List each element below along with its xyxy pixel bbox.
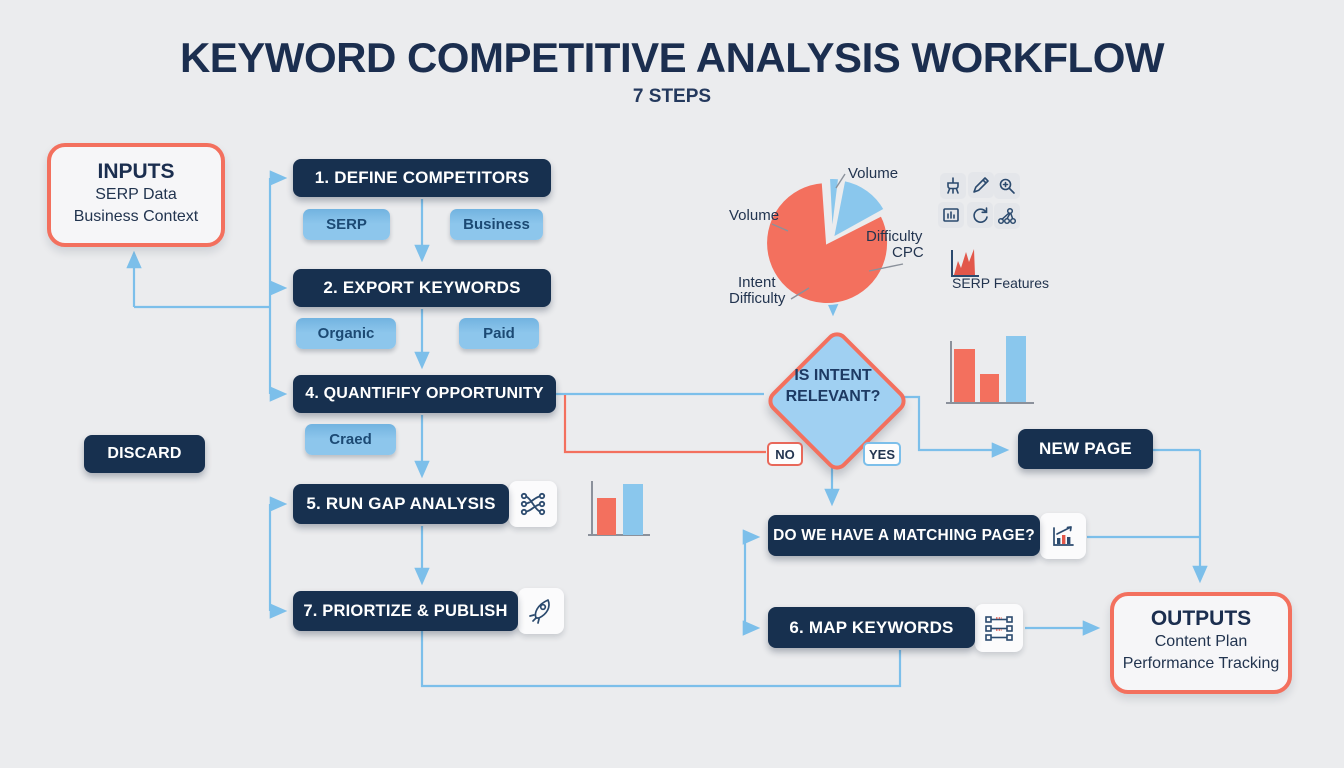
tag-organic: Organic <box>296 318 396 349</box>
outputs-title: OUTPUTS <box>1150 607 1252 630</box>
yes-badge: YES <box>863 442 901 466</box>
new-page-label: NEW PAGE <box>1039 439 1132 458</box>
tag-craed-label: Craed <box>329 431 372 448</box>
network-compare-icon <box>509 481 557 527</box>
tag-business-label: Business <box>463 216 530 233</box>
step-6-map-keywords: 6. MAP KEYWORDS <box>768 607 975 648</box>
step-7-label: 7. PRIORTIZE & PUBLISH <box>303 601 508 620</box>
step-5-label: 5. RUN GAP ANALYSIS <box>306 494 496 513</box>
yes-badge-label: YES <box>868 446 895 462</box>
opportunity-bar-chart <box>946 336 1034 404</box>
pie-label-difficulty: Difficulty <box>866 228 923 245</box>
no-badge: NO <box>767 442 803 466</box>
step-5-run-gap-analysis: 5. RUN GAP ANALYSIS <box>293 484 509 524</box>
rocket-icon <box>518 588 564 634</box>
inputs-box: INPUTS SERP Data Business Context <box>47 143 225 247</box>
matching-page-label: DO WE HAVE A MATCHING PAGE? <box>773 526 1035 544</box>
tag-paid-label: Paid <box>483 325 515 342</box>
search-icon <box>994 173 1020 199</box>
keyword-mapping-icon <box>975 604 1023 652</box>
pie-label-intent: Intent <box>738 274 776 291</box>
decision-question: IS INTENT RELEVANT? <box>763 366 903 408</box>
step-1-define-competitors: 1. DEFINE COMPETITORS <box>293 159 551 197</box>
no-badge-label: NO <box>775 446 795 462</box>
inputs-line-1: SERP Data <box>95 186 177 203</box>
outputs-box: OUTPUTS Content Plan Performance Trackin… <box>1110 592 1292 694</box>
step-1-label: 1. DEFINE COMPETITORS <box>314 168 530 187</box>
step-2-label: 2. EXPORT KEYWORDS <box>323 278 521 297</box>
outputs-line-2: Performance Tracking <box>1122 654 1280 672</box>
step-6-label: 6. MAP KEYWORDS <box>789 617 954 637</box>
serp-features-mini-chart <box>951 249 979 277</box>
pie-label-volume-top: Volume <box>848 165 899 182</box>
inputs-line-2: Business Context <box>73 207 199 225</box>
pencil-icon <box>968 172 994 198</box>
discard-label: DISCARD <box>107 445 182 462</box>
tag-organic-label: Organic <box>317 325 375 342</box>
step-4-quantify-opportunity: 4. QUANTIFIFY OPPORTUNITY <box>293 375 556 413</box>
no-path-connector <box>563 395 766 454</box>
tag-serp-label: SERP <box>326 216 367 233</box>
page-subtitle: 7 STEPS <box>632 86 712 107</box>
serp-features-label: SERP Features <box>952 275 1050 291</box>
tag-paid: Paid <box>459 318 539 349</box>
tag-business: Business <box>450 209 543 240</box>
matching-page-box: DO WE HAVE A MATCHING PAGE? <box>768 515 1040 556</box>
step-7-priortize-publish: 7. PRIORTIZE & PUBLISH <box>293 591 518 631</box>
inputs-title: INPUTS <box>97 160 175 183</box>
gap-analysis-mini-bar-chart <box>588 481 650 536</box>
decision-line-1: IS INTENT <box>794 367 872 384</box>
page-analytics-icon <box>1040 513 1086 559</box>
outputs-line-1: Content Plan <box>1154 633 1248 650</box>
pie-label-difficulty-2: Difficulty <box>729 290 786 307</box>
tag-craed: Craed <box>305 424 396 455</box>
cleanup-icon <box>940 173 966 199</box>
pie-label-volume-left: Volume <box>729 207 780 224</box>
page-title: KEYWORD COMPETITIVE ANALYSIS WORKFLOW <box>179 34 1165 81</box>
tag-serp: SERP <box>303 209 390 240</box>
sync-icon <box>967 202 993 228</box>
report-icon <box>938 202 964 228</box>
decision-line-2: RELEVANT? <box>785 387 881 405</box>
pie-label-cpc: CPC <box>892 244 924 261</box>
step-4-label: 4. QUANTIFIFY OPPORTUNITY <box>305 385 544 402</box>
discard-box: DISCARD <box>84 435 205 473</box>
step-2-export-keywords: 2. EXPORT KEYWORDS <box>293 269 551 307</box>
share-nodes-icon <box>994 203 1020 229</box>
new-page-box: NEW PAGE <box>1018 429 1153 469</box>
